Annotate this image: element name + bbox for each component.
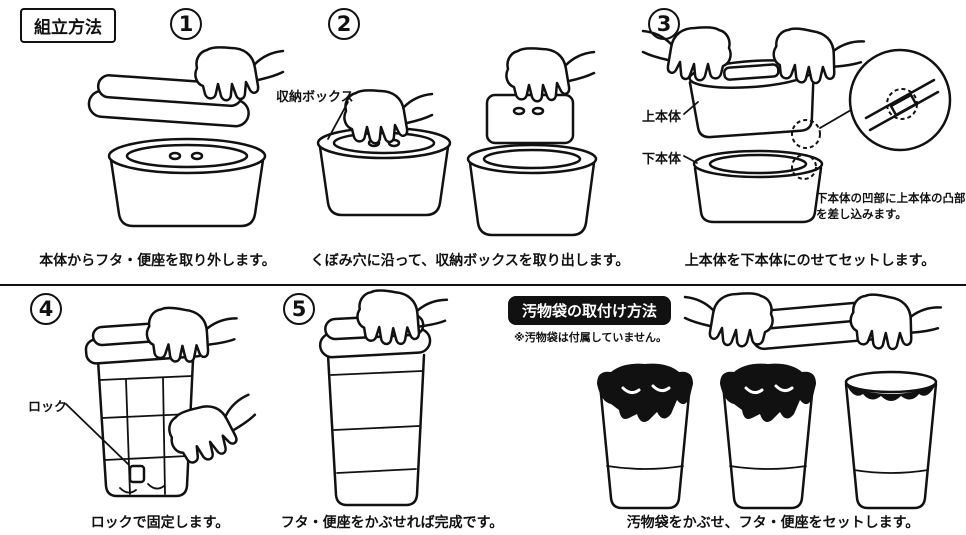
step1-illustration: [87, 46, 285, 228]
hand-icon: [846, 290, 943, 358]
step2-caption: くぼみ穴に沿って、収納ボックスを取り出します。: [310, 253, 630, 269]
step3-illustration: [641, 24, 952, 224]
storage-box: [485, 93, 575, 145]
leader-line: [65, 403, 129, 465]
step5-caption: フタ・便座をかぶせれば完成です。: [280, 515, 504, 531]
hand-icon: [505, 47, 596, 103]
bag-caption: 汚物袋をかぶせ、フタ・便座をセットします。: [626, 515, 920, 531]
bucket-body: [96, 358, 195, 498]
step2-number: 2: [328, 8, 360, 40]
step3-detail-note: 下本体の凹部に上本体の凸部を差し込みます。: [816, 191, 966, 222]
lock-clasp: [119, 464, 165, 494]
step1-caption: 本体からフタ・便座を取り外します。: [39, 253, 276, 269]
bag-illustration: [597, 290, 943, 510]
bucket-with-bag: [720, 363, 816, 510]
step5-illustration: [318, 287, 449, 507]
bucket-with-tucked-bag: [844, 370, 938, 510]
bucket-body: [326, 353, 426, 507]
lower-body: [692, 149, 824, 224]
bag-section-note: ※汚物袋は付属していません。: [514, 331, 668, 344]
detail-circle: [848, 48, 952, 152]
step4-illustration: [65, 304, 265, 498]
step4-caption: ロックで固定します。: [90, 515, 230, 531]
storage-box-label: 収納ボックス: [276, 90, 354, 105]
hand-icon: [143, 304, 239, 369]
hand-icon: [641, 26, 732, 82]
page-title: 組立方法: [20, 8, 116, 43]
dashed-circle-lower: [791, 154, 817, 180]
lower-container: [466, 143, 598, 237]
leader-line-lower: [683, 155, 698, 164]
step2-illustration: [316, 47, 598, 237]
waste-bag: [597, 363, 693, 422]
step1-number: 1: [170, 8, 202, 40]
leader-line: [327, 101, 349, 140]
dashed-circle-upper: [791, 119, 821, 149]
bucket-with-bag: [597, 363, 693, 510]
waste-bag: [720, 363, 816, 422]
container: [316, 126, 452, 217]
leader-line-upper: [683, 101, 699, 115]
container: [107, 137, 267, 228]
step3-number: 3: [648, 8, 680, 40]
section-divider: [0, 284, 966, 286]
waste-bag: [846, 384, 936, 401]
lock-label: ロック: [28, 400, 68, 415]
lower-body-label: 下本体: [642, 152, 682, 167]
upper-body-label: 上本体: [642, 110, 682, 125]
detail-pointer-line: [819, 109, 852, 129]
bag-section-title: 汚物袋の取付け方法: [508, 296, 672, 325]
hand-icon: [194, 46, 285, 102]
step5-number: 5: [283, 293, 315, 325]
step4-number: 4: [30, 293, 62, 325]
step3-caption: 上本体を下本体にのせてセットします。: [684, 253, 936, 269]
hand-icon: [354, 287, 449, 351]
hand-icon: [683, 292, 774, 348]
